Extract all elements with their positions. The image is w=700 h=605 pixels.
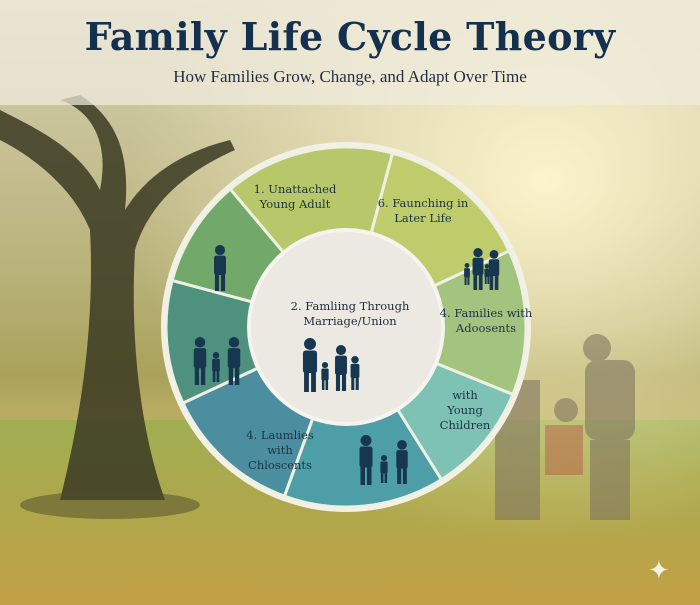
stage-label-line: Adoosents — [455, 321, 517, 335]
stage-label-line: Young Adult — [259, 197, 331, 211]
stage-label-families-chloscents: 4. Laumlies with Chloscents — [230, 428, 330, 473]
child-icon — [212, 352, 220, 382]
page-title: Family Life Cycle Theory — [84, 14, 616, 59]
stage-label-line: Later Life — [394, 211, 452, 225]
center-child-icon — [321, 362, 329, 390]
stage-label-young-children: with Young Children — [430, 388, 500, 433]
parent-icon — [396, 440, 408, 484]
single-adult-icon — [214, 245, 226, 291]
parent-icon — [227, 337, 241, 385]
center-label-line: 2. Famliing Through — [290, 299, 410, 313]
stage-label-line: Chloscents — [248, 458, 312, 472]
stage-label-families-adolescents: 4. Families with Adoosents — [436, 306, 536, 336]
center-child-icon — [350, 356, 360, 390]
parent-icon — [488, 250, 500, 290]
stage-label-line: with — [452, 388, 478, 402]
stage-label-line: 4. Families with — [439, 306, 533, 320]
stage-label-line: 1. Unattached — [253, 182, 337, 196]
stage-label-unattached-young-adult: 1. Unattached Young Adult — [240, 182, 350, 212]
sparkle-icon: ✦ — [648, 556, 670, 586]
center-parent-icon — [302, 338, 318, 392]
parent-icon — [193, 337, 207, 385]
child-icon — [464, 263, 470, 285]
stage-label-launching-later-life: 6. Faunching in Later Life — [368, 196, 478, 226]
child-icon — [380, 455, 388, 483]
stage-label-line: with — [267, 443, 293, 457]
wheel-center-circle — [247, 228, 445, 426]
stage-label-line: 6. Faunching in — [377, 196, 469, 210]
parent-icon — [472, 248, 484, 290]
stage-label-line: 4. Laumlies — [246, 428, 314, 442]
stage-label-line: Children — [439, 418, 491, 432]
parent-icon — [359, 435, 373, 485]
center-label-line: Marriage/Union — [303, 314, 397, 328]
title-banner: Family Life Cycle Theory How Families Gr… — [0, 0, 700, 105]
child-icon — [484, 264, 490, 284]
page-subtitle: How Families Grow, Change, and Adapt Ove… — [173, 67, 527, 86]
center-stage-label: 2. Famliing Through Marriage/Union — [285, 299, 415, 329]
stage-label-line: Young — [447, 403, 483, 417]
center-parent-icon — [335, 345, 347, 391]
